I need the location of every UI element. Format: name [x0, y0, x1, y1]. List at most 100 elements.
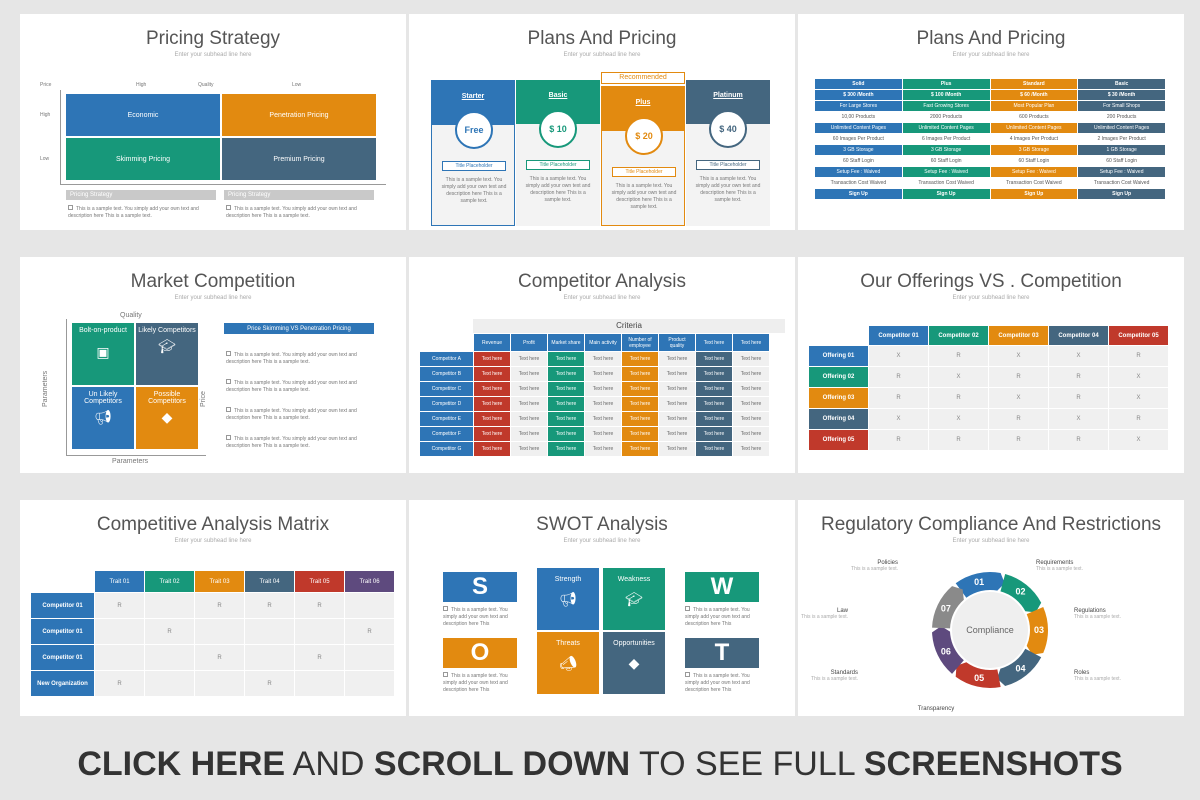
cycle-number: 01: [974, 577, 984, 587]
mark-cell: R: [988, 429, 1049, 451]
cycle-label-title: Transparency: [917, 706, 955, 712]
slide-swot[interactable]: SWOT Analysis Enter your subhead line he…: [409, 500, 795, 716]
column-header: Competitor 03: [988, 325, 1049, 346]
slide-title: Plans And Pricing: [916, 28, 1066, 49]
cta-banner[interactable]: CLICK HERE AND SCROLL DOWN TO SEE FULL S…: [0, 728, 1200, 800]
text-cell: Text here: [695, 381, 733, 397]
slide-pricing-strategy[interactable]: Pricing Strategy Enter your subhead line…: [20, 14, 406, 230]
text-cell: Text here: [658, 396, 696, 412]
axis-quality-label: Quality: [120, 312, 142, 319]
checkbox-icon: [443, 606, 448, 611]
cta-click-here[interactable]: CLICK HERE: [77, 744, 286, 783]
checkbox-icon: [226, 351, 231, 356]
cycle-segment: [955, 662, 1001, 688]
text-cell: Text here: [510, 366, 548, 382]
slide-title: Regulatory Compliance And Restrictions: [820, 514, 1162, 535]
pricing-cell: 60 Images Per Product: [814, 133, 903, 145]
pricing-cell[interactable]: Sign Up: [989, 188, 1079, 200]
plan-desc: This is a sample text. You simply add yo…: [525, 176, 591, 203]
pricing-cell: 60 Staff Login: [989, 155, 1079, 167]
pricing-cell[interactable]: Sign Up: [814, 188, 903, 200]
mark-cell: R: [868, 366, 929, 388]
slide-title: Plans And Pricing: [527, 28, 677, 49]
pricing-cell: 3 GB Storage: [814, 144, 903, 156]
mark-cell: [344, 644, 395, 671]
cycle-label-desc: This is a sample text.: [811, 676, 858, 682]
col-low-label: Low: [292, 82, 302, 88]
text-cell: Text here: [547, 426, 585, 442]
column-header: Competitor 01: [868, 325, 929, 346]
diamond-icon: ◆: [161, 409, 173, 425]
text-cell: Text here: [584, 426, 622, 442]
slide-plans-pricing-table[interactable]: Plans And Pricing Enter your subhead lin…: [798, 14, 1184, 230]
checkbox-icon: [685, 672, 690, 677]
slide-plans-pricing-cards[interactable]: Plans And Pricing Enter your subhead lin…: [409, 14, 795, 230]
mark-cell: R: [928, 429, 989, 451]
mark-cell: R: [144, 618, 195, 645]
mark-cell: X: [868, 345, 929, 367]
pricing-cell: Transaction Cost Waived: [814, 177, 903, 189]
slide-competitor-analysis[interactable]: Competitor Analysis Enter your subhead l…: [409, 257, 795, 473]
cycle-number: 04: [1016, 663, 1026, 673]
slide-title: SWOT Analysis: [536, 514, 668, 535]
pricing-cell: 10,00 Products: [814, 111, 903, 123]
pricing-cell: 600 Products: [989, 111, 1079, 123]
comparison-heading: Price Skimming VS Penetration Pricing: [224, 323, 374, 334]
recommended-badge: Recommended: [601, 72, 685, 84]
pricing-cell: Transaction Cost Waived: [1077, 177, 1166, 189]
swot-letter-s: S: [443, 572, 517, 602]
pricing-cell: Setup Fee : Waived: [989, 166, 1079, 178]
pricing-cell: 3 GB Storage: [901, 144, 991, 156]
cell-economic: Economic: [66, 94, 220, 136]
text-cell: Text here: [732, 426, 770, 442]
mark-cell: R: [1108, 408, 1169, 430]
swot-threats: Threats📣︎: [537, 632, 599, 694]
text-cell: Text here: [473, 396, 511, 412]
corner-cell: [30, 570, 95, 593]
cell-bolt-on-product: Bolt-on-product▣: [72, 323, 134, 385]
x-axis-line: [66, 455, 206, 456]
pricing-cell[interactable]: Sign Up: [1077, 188, 1166, 200]
pricing-cell: $ 100 /Month: [901, 89, 991, 101]
pricing-cell: Unlimited Content Pages: [814, 122, 903, 134]
slide-competitive-matrix[interactable]: Competitive Analysis Matrix Enter your s…: [20, 500, 406, 716]
row-header: Competitor D: [419, 396, 474, 412]
slide-regulatory-compliance[interactable]: Regulatory Compliance And Restrictions E…: [798, 500, 1184, 716]
column-header: Revenue: [473, 333, 511, 352]
slide-subhead: Enter your subhead line here: [952, 52, 1030, 58]
column-header: Competitor 02: [928, 325, 989, 346]
slide-market-competition[interactable]: Market Competition Enter your subhead li…: [20, 257, 406, 473]
mark-cell: R: [294, 592, 345, 619]
pricing-cell: $ 30 /Month: [1077, 89, 1166, 101]
slide-offerings-competition[interactable]: Our Offerings VS . Competition Enter you…: [798, 257, 1184, 473]
pricing-cell: Most Popular Plan: [989, 100, 1079, 112]
column-header: Trait 04: [244, 570, 295, 593]
pricing-cell[interactable]: Sign Up: [901, 188, 991, 200]
mark-cell: [244, 644, 295, 671]
cycle-label-title: Standards: [830, 670, 858, 676]
pricing-cell: For Large Stores: [814, 100, 903, 112]
text-cell: Text here: [510, 441, 548, 457]
column-header: Text here: [695, 333, 733, 352]
mark-cell: R: [868, 387, 929, 409]
compliance-center: [952, 592, 1028, 668]
slide-title: Competitor Analysis: [518, 271, 686, 292]
column-header: Trait 03: [194, 570, 245, 593]
text-cell: Text here: [547, 381, 585, 397]
